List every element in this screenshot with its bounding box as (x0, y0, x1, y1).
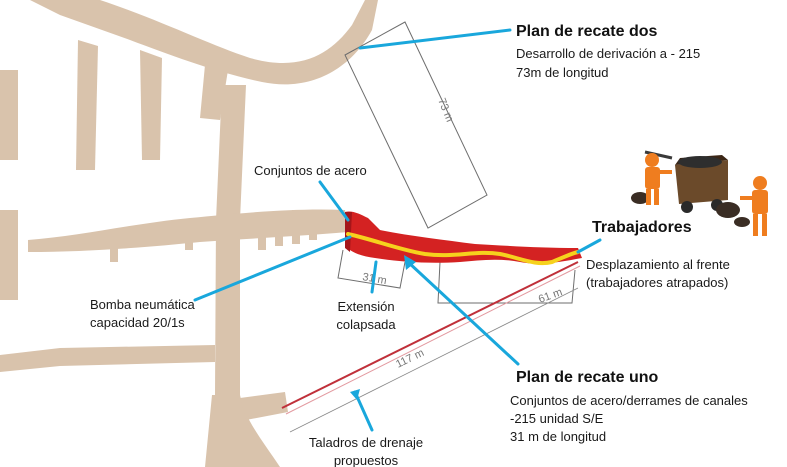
rocks-icon (631, 192, 750, 227)
conjuntos-acero-label: Conjuntos de acero (254, 163, 367, 178)
collapse-dark-edge (345, 212, 352, 252)
extension-line-1: Extensión (337, 299, 395, 314)
collapse-yellow-stripe (346, 232, 580, 265)
tunnel-finger-6 (185, 222, 193, 250)
plan-uno-line-3: 31 m de longitud (510, 429, 607, 444)
miner-pickaxe-icon (644, 150, 673, 205)
drill-line-a (281, 261, 579, 409)
tunnel-finger-5 (110, 236, 118, 262)
workers-illustration (631, 150, 768, 236)
pointer-extension (370, 260, 378, 294)
plan-dos-line-1: Desarrollo de derivación a - 215 (516, 46, 701, 61)
tunnel-branch-3 (200, 65, 228, 120)
pointer-conjuntos (318, 180, 350, 222)
drill-lines (281, 261, 581, 433)
arrowhead-plan-uno (404, 255, 416, 270)
bomba-line-1: Bomba neumática (90, 297, 195, 312)
arrowhead-taladros (350, 389, 360, 400)
plan-dos-line-2: 73m de longitud (516, 65, 609, 80)
pointer-trabajadores (576, 238, 602, 254)
plan-uno-line-2: -215 unidad S/E (510, 411, 604, 426)
trabajadores-title: Trabajadores (592, 219, 692, 236)
tunnel-stub-left (0, 210, 18, 300)
tunnel-finger-2 (275, 212, 283, 246)
dim-31m-box (337, 249, 406, 289)
tunnel-bottom (205, 395, 280, 467)
pointer-bomba (193, 235, 352, 302)
collapse-zone (345, 211, 582, 265)
trabajadores-line-2: (trabajadores atrapados) (586, 275, 729, 290)
tunnel-finger-3 (292, 210, 300, 244)
tunnel-lower-left (0, 345, 215, 372)
tunnel-finger-1 (258, 214, 266, 250)
taladros-line-1: Taladros de drenaje (308, 435, 424, 450)
pointer-plan-uno (406, 260, 520, 366)
dim-61m-box (437, 261, 576, 304)
pointer-taladros (353, 390, 374, 432)
drill-dim-line (289, 287, 579, 433)
plan-uno-title: Plan de recate uno (516, 369, 659, 386)
extension-line-2: colapsada (336, 317, 396, 332)
bomba-line-2: capacidad 20/1s (90, 315, 185, 330)
pointer-arrowheads (350, 255, 416, 400)
plan-dos-title: Plan de recate dos (516, 23, 658, 40)
trabajadores-line-1: Desplazamiento al frente (586, 257, 730, 272)
taladros-line-2: propuestos (333, 453, 399, 467)
pointer-lines (193, 28, 602, 432)
tunnel-drill-origin (240, 392, 288, 420)
plan-uno-line-1: Conjuntos de acero/derrames de canales (510, 393, 748, 408)
tunnel-branch-left (0, 70, 18, 160)
mine-cart-icon (675, 155, 728, 213)
tunnel-branch-1 (76, 40, 98, 170)
pointer-plan-dos (358, 28, 512, 50)
tunnel-main-curve (30, 0, 378, 85)
dim-73m: 73 m (435, 97, 455, 124)
drill-line-b (285, 265, 581, 415)
tunnel-network (0, 0, 378, 467)
tunnel-branch-2 (140, 50, 162, 160)
plan-dos-outline (344, 21, 488, 229)
miner-worker-icon (740, 176, 768, 236)
tunnel-finger-4 (309, 210, 317, 240)
